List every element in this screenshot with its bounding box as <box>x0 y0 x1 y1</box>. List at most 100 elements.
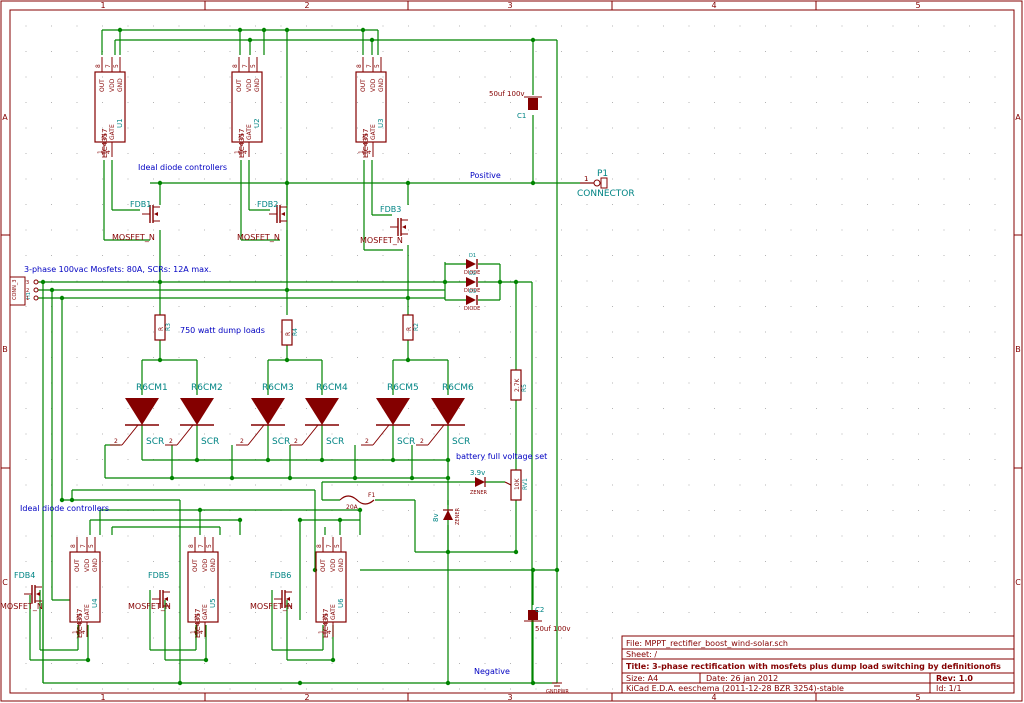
scr-value: SCR <box>397 437 415 447</box>
junction-dot <box>284 180 290 186</box>
connector-p1: 1 P1 CONNECTOR <box>577 169 635 199</box>
title-date: Date: 26 jan 2012 <box>706 674 778 683</box>
pin-gnd: GND <box>92 558 99 572</box>
note-battery-set: battery full voltage set <box>456 452 547 461</box>
frame-row-label: C <box>2 578 8 587</box>
fuse-ref: F1 <box>368 492 375 499</box>
mosfet-value: MOSFET_N <box>237 233 280 242</box>
pin-out: OUT <box>360 79 367 92</box>
diode-ref: D2 <box>469 271 476 277</box>
pin-number: 7 <box>326 544 333 548</box>
controller-ref: U6 <box>337 598 345 608</box>
note-three-phase: 3-phase 100vac Mosfets: 80A, SCRs: 12A m… <box>24 265 211 274</box>
r3-value: R <box>158 327 165 331</box>
r5-value: 2.7K <box>514 377 521 392</box>
phase-conn-value: CONN_3 <box>12 279 18 300</box>
pin-number: 5 <box>334 544 341 548</box>
junction-dot <box>405 180 411 186</box>
pin-number: 8 <box>70 544 77 548</box>
scr-ref: R6CM1 <box>136 383 168 393</box>
zener-8v-ref: 8v <box>432 513 440 522</box>
controller-ref: U1 <box>116 118 124 128</box>
junction-dot <box>445 457 451 463</box>
pin-gnd: GND <box>254 78 261 92</box>
junction-dot <box>237 27 243 33</box>
mosfet-ref: FDB1 <box>130 200 151 209</box>
pin-number: 8 <box>316 544 323 548</box>
junction-dot <box>261 27 267 33</box>
frame-row-label: A <box>2 113 8 122</box>
pin-gnd: GND <box>338 558 345 572</box>
pin-number: 8 <box>356 64 363 68</box>
frame-column-label: 4 <box>711 693 716 702</box>
frame-column-label: 4 <box>711 1 716 10</box>
pin-vdd: VDD <box>246 78 253 92</box>
junction-dot <box>530 180 536 186</box>
pin-number: 2 <box>240 438 244 445</box>
zener-3v9-ref: 3.9v <box>470 469 485 477</box>
r3-ref: R3 <box>165 323 172 331</box>
junction-dot <box>229 475 235 481</box>
zener-3v9: 3.9v ZENER <box>470 469 487 496</box>
junction-dot <box>284 357 290 363</box>
pin-number: 1 <box>318 630 325 634</box>
zener-8v: 8v ZENER <box>432 508 461 525</box>
pin-gate: GATE <box>246 124 253 140</box>
junction-dot <box>530 37 536 43</box>
junction-dot <box>117 27 123 33</box>
pin-vdd: VDD <box>84 558 91 572</box>
c1-value: 50uf 100v <box>489 90 525 98</box>
connector-pin: 1 <box>584 175 588 183</box>
r2-ref: R2 <box>413 323 420 331</box>
diode-value: DIODE <box>464 288 480 294</box>
mosfet-ref: FDB5 <box>148 571 169 580</box>
mosfet-ref: FDB3 <box>380 205 401 214</box>
connector-ref: P1 <box>597 169 608 179</box>
frame-column-label: 2 <box>304 693 309 702</box>
pin-number: 8 <box>95 64 102 68</box>
junction-dot <box>157 357 163 363</box>
frame-row-label: C <box>1015 578 1021 587</box>
c2-value: 50uf 100v <box>535 625 571 633</box>
junction-dot <box>405 295 411 301</box>
frame-column-label: 5 <box>915 1 920 10</box>
pin-number: 8 <box>188 544 195 548</box>
scr-value: SCR <box>452 437 470 447</box>
pin-gnd: GND <box>378 78 385 92</box>
scr-value: SCR <box>146 437 164 447</box>
junction-dot <box>247 37 253 43</box>
junction-dot <box>297 680 303 686</box>
r5-ref: R5 <box>521 384 528 392</box>
pin-number: 1 <box>358 150 365 154</box>
junction-dot <box>40 279 46 285</box>
mosfet-value: MOSFET_N <box>360 236 403 245</box>
c2-ref: C2 <box>535 606 544 614</box>
frame-column-label: 5 <box>915 693 920 702</box>
pin-gate: GATE <box>370 124 377 140</box>
title-file: File: MPPT_rectifier_boost_wind-solar.sc… <box>626 639 788 648</box>
frame-column-label: 1 <box>100 1 105 10</box>
frame-row-label: B <box>1015 345 1021 354</box>
phase-connector-h1: CONN_3 H1 3 2 1 <box>9 276 39 306</box>
mosfet-ref: FDB6 <box>270 571 291 580</box>
junction-dot <box>405 357 411 363</box>
phase-pin-2: 2 <box>26 288 29 294</box>
frame-row-label: A <box>1015 113 1021 122</box>
junction-dot <box>360 27 366 33</box>
junction-dot <box>59 497 65 503</box>
fuse-f1: F1 20A <box>339 492 375 511</box>
mosfet-value: MOSFET_N <box>0 602 43 611</box>
scr-ref: R6CM4 <box>316 383 348 393</box>
junction-dot <box>530 567 536 573</box>
pin-number: 2 <box>114 438 118 445</box>
junction-dot <box>390 457 396 463</box>
junction-dot <box>85 657 91 663</box>
note-dump-loads: 750 watt dump loads <box>180 326 265 335</box>
fuse-value: 20A <box>346 504 359 511</box>
